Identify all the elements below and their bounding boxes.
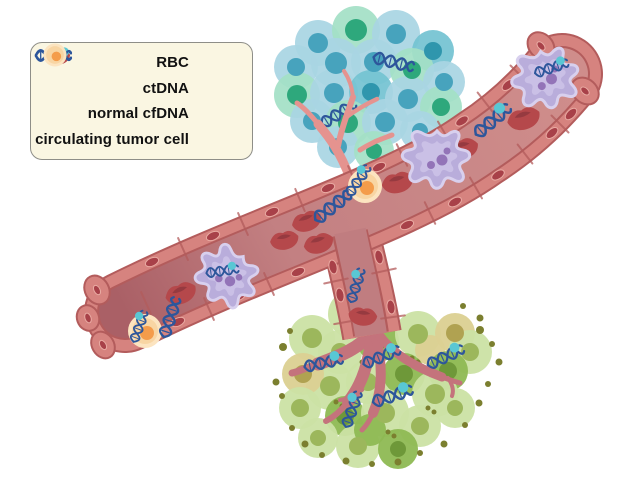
legend-row-rbc: RBC: [39, 48, 242, 75]
legend-label-rbc: RBC: [156, 54, 189, 71]
legend-row-ctc: circulating tumor cell: [35, 43, 242, 152]
cfdna-icon: [34, 49, 242, 126]
legend-label-cfdna: normal cfDNA: [87, 105, 189, 123]
legend-label-ctdna: ctDNA: [142, 79, 189, 97]
legend-row-ctdna: ctDNA: [39, 76, 242, 101]
legend-row-cfdna: normal cfDNA: [34, 49, 242, 126]
tumor-top-cell-nuclei: [287, 19, 453, 159]
legend-box: RBC ctDNA normal cfDNA circulating tumor…: [30, 42, 253, 160]
vessel-endcap-cells: [75, 31, 600, 360]
legend-label-ctc: circulating tumor cell: [35, 130, 189, 148]
rbc-icon: [43, 48, 242, 75]
ctdna-icon: [198, 76, 242, 100]
immune-cell: [400, 129, 472, 190]
tumor-top-teal: [274, 6, 465, 171]
ctc-icon: [43, 43, 242, 151]
